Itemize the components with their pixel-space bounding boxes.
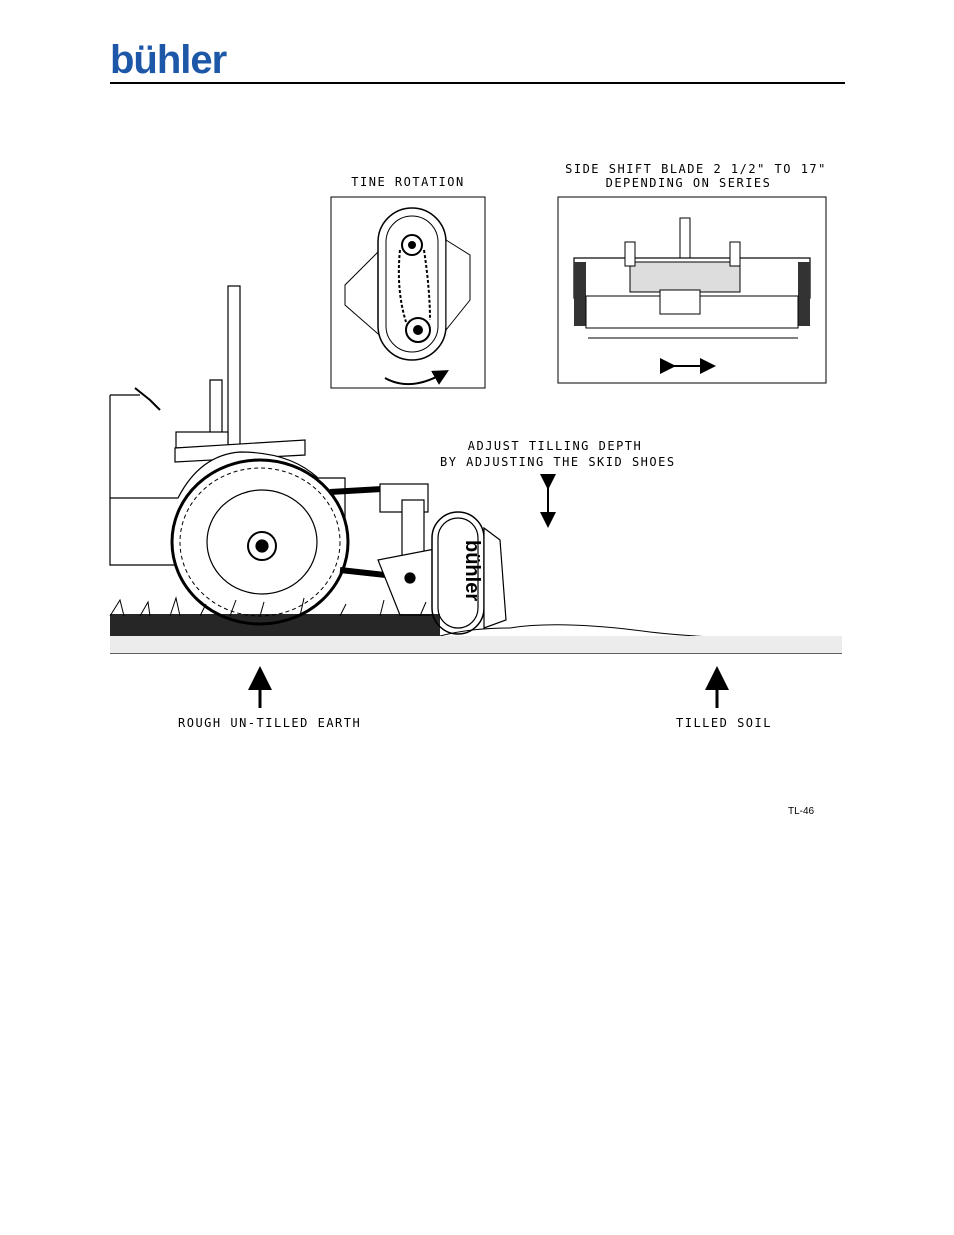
buhler-logo: bühler — [110, 38, 227, 82]
adjust-depth-label-1: ADJUST TILLING DEPTH — [467, 439, 643, 453]
rough-earth-label: ROUGH UN-TILLED EARTH — [178, 716, 362, 730]
rotary-tiller — [377, 483, 507, 635]
figure-code: TL-46 — [788, 806, 815, 817]
tilled-soil-label: TILLED SOIL — [676, 716, 772, 730]
side-shift-label-1: SIDE SHIFT BLADE 2 1/2" TO 17" — [565, 162, 827, 176]
ground — [109, 596, 843, 654]
tiller-brand-text: bühler — [461, 540, 483, 601]
tractor-drawing — [109, 285, 350, 626]
side-shift-label-2: DEPENDING ON SERIES — [605, 176, 772, 190]
tine-rotation-label: TINE ROTATION — [351, 175, 465, 189]
adjust-depth-label-2: BY ADJUSTING THE SKID SHOES — [440, 455, 676, 469]
header-rule — [110, 82, 845, 84]
tine-rotation-inset — [330, 196, 486, 389]
side-shift-inset — [557, 196, 827, 384]
